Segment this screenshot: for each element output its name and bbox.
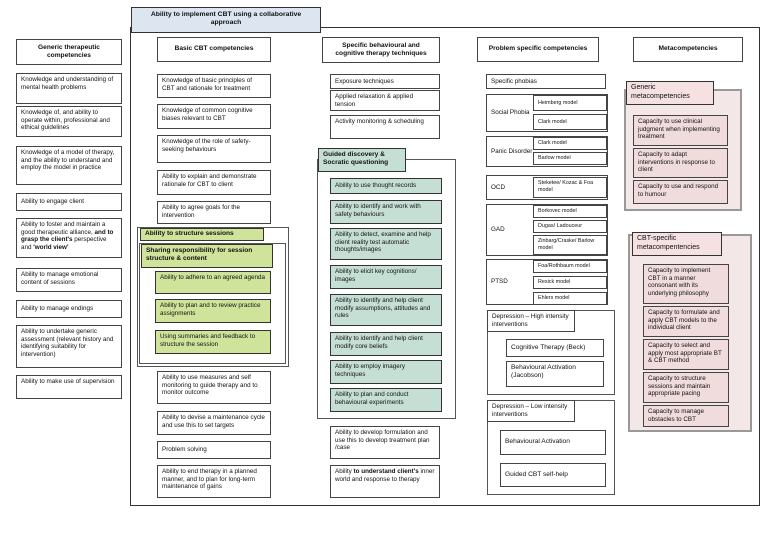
generic-item-emotional-content: Ability to manage emotional content of s… bbox=[16, 268, 122, 292]
basic-column-header: Basic CBT competencies bbox=[157, 37, 271, 62]
dep-low-guided-self-help: Guided CBT self-help bbox=[500, 463, 606, 487]
guided-item-automatic-thoughts: Ability to detect, examine and help clie… bbox=[330, 228, 442, 260]
cbt-meta-header: CBT-specific metacompentencies bbox=[632, 232, 722, 256]
generic-meta-humour: Capacity to use and respond to humour bbox=[633, 180, 728, 204]
ocd-model-steketee: Steketee/ Kozac & Foa model bbox=[533, 177, 607, 198]
structure-sessions-frame bbox=[137, 227, 289, 367]
structure-item-summaries: Using summaries and feedback to structur… bbox=[155, 330, 271, 354]
basic-item-maintenance-cycle: Ability to devise a maintenance cycle an… bbox=[157, 411, 271, 435]
basic-item-explain-rationale: Ability to explain and demonstrate ratio… bbox=[157, 170, 271, 195]
generic-item-professional-ethics: Knowledge of, and ability to operate wit… bbox=[16, 106, 122, 137]
guided-item-key-cognitions: Ability to elicit key cognitions/ images bbox=[330, 265, 442, 289]
structure-item-practice-assignments: Ability to plan and to review practice a… bbox=[155, 299, 271, 323]
dep-high-cognitive-therapy: Cognitive Therapy (Beck) bbox=[506, 339, 604, 357]
generic-item-assessment: Ability to undertake generic assessment … bbox=[16, 325, 122, 368]
generic-item-model-of-therapy: Knowledge of a model of therapy, and the… bbox=[16, 146, 122, 185]
basic-item-end-therapy: Ability to end therapy in a planned mann… bbox=[157, 465, 271, 498]
social-phobia-model-heimberg: Heimberg model bbox=[533, 95, 607, 111]
basic-item-agree-goals: Ability to agree goals for the intervent… bbox=[157, 201, 271, 224]
generic-column-header: Generic therapeutic competencies bbox=[16, 39, 122, 65]
alliance-text-2: and to grasp the client's bbox=[21, 228, 114, 244]
gad-model-borkovec: Borkovec model bbox=[533, 205, 607, 218]
problem-column-header: Problem specific competencies bbox=[477, 37, 599, 62]
page-title: Ability to implement CBT using a collabo… bbox=[131, 7, 321, 33]
generic-meta-adapt-interventions: Capacity to adapt interventions in respo… bbox=[633, 148, 728, 178]
generic-meta-header: Generic metacompetencies bbox=[626, 81, 714, 105]
problem-specific-phobias: Specific phobias bbox=[486, 74, 606, 89]
generic-item-mental-health: Knowledge and understanding of mental he… bbox=[16, 73, 122, 104]
cbt-meta-implement: Capacity to implement CBT in a manner co… bbox=[643, 264, 729, 304]
specific-item-inner-world: Ability to understand client's inner wor… bbox=[330, 465, 440, 498]
alliance-text-1: Ability to foster and maintain a good th… bbox=[21, 221, 106, 236]
guided-item-imagery: Ability to employ imagery techniques bbox=[330, 360, 442, 384]
guided-item-core-beliefs: Ability to identify and help client modi… bbox=[330, 332, 442, 356]
inner-world-text-3: inner world and response to therapy bbox=[335, 468, 435, 483]
specific-column-header: Specific behavioural and cognitive thera… bbox=[322, 37, 440, 63]
structure-item-agenda: Ability to adhere to an agreed agenda bbox=[155, 271, 271, 294]
panic-model-clark: Clark model bbox=[533, 137, 607, 150]
generic-meta-clinical-judgment: Capacity to use clinical judgment when i… bbox=[633, 115, 728, 146]
ptsd-model-foa: Foa/Rothbaum model bbox=[533, 260, 607, 273]
guided-discovery-header: Guided discovery & Socratic questioning bbox=[318, 148, 406, 172]
basic-item-cognitive-biases: Knowledge of common cognitive biases rel… bbox=[157, 104, 271, 129]
generic-item-endings: Ability to manage endings bbox=[16, 300, 122, 318]
alliance-text-4: 'world view' bbox=[33, 244, 69, 252]
ptsd-model-ehlers: Ehlers model bbox=[533, 292, 607, 305]
depression-high-label: Depression – High intensity intervention… bbox=[487, 310, 575, 332]
cbt-meta-structure-sessions: Capacity to structure sessions and maint… bbox=[643, 372, 729, 403]
guided-item-thought-records: Ability to use thought records bbox=[330, 178, 442, 194]
basic-item-measures: Ability to use measures and self monitor… bbox=[157, 371, 271, 404]
basic-item-safety-seeking: Knowledge of the role of safety-seeking … bbox=[157, 135, 271, 163]
inner-world-text-1: Ability bbox=[335, 468, 352, 475]
cbt-meta-manage-obstacles: Capacity to manage obstacles to CBT bbox=[643, 405, 729, 427]
panic-model-barlow: Barlow model bbox=[533, 152, 607, 165]
cbt-meta-select-method: Capacity to select and apply most approp… bbox=[643, 339, 729, 370]
guided-item-safety-behaviours: Ability to identify and work with safety… bbox=[330, 200, 442, 224]
structure-sessions-header: Ability to structure sessions bbox=[140, 228, 264, 241]
alliance-text-3: perspective and bbox=[21, 236, 107, 252]
sharing-responsibility-frame bbox=[139, 243, 286, 364]
gad-model-zinbarg: Zinbarg/Craske/ Barlow model bbox=[533, 235, 607, 255]
dep-low-behavioural-activation: Behavioural Activation bbox=[500, 430, 606, 455]
generic-item-engage-client: Ability to engage client bbox=[16, 193, 122, 211]
specific-item-activity-monitoring: Activity monitoring & scheduling bbox=[330, 115, 440, 139]
sharing-responsibility-header: Sharing responsibility for session struc… bbox=[141, 244, 273, 268]
guided-item-assumptions: Ability to identify and help client modi… bbox=[330, 294, 442, 326]
meta-column-header: Metacompetencies bbox=[633, 37, 743, 62]
dep-high-behavioural-activation: Behavioural Activation (Jacobson) bbox=[506, 361, 604, 387]
depression-low-label: Depression – Low intensity interventions bbox=[487, 400, 575, 422]
cbt-meta-formulate: Capacity to formulate and apply CBT mode… bbox=[643, 306, 729, 337]
ptsd-model-resick: Resick model bbox=[533, 276, 607, 289]
guided-item-behavioural-experiments: Ability to plan and conduct behavioural … bbox=[330, 388, 442, 412]
social-phobia-model-clark: Clark model bbox=[533, 114, 607, 130]
specific-item-exposure: Exposure techniques bbox=[330, 74, 440, 89]
basic-item-problem-solving: Problem solving bbox=[157, 441, 271, 459]
specific-item-formulation: Ability to develop formulation and use t… bbox=[330, 426, 440, 459]
cbt-framework-frame bbox=[130, 27, 760, 506]
inner-world-text-2: to understand client's bbox=[353, 468, 419, 475]
gad-model-dugas: Dugas/ Ladouceur bbox=[533, 220, 607, 233]
generic-item-supervision: Ability to make use of supervision bbox=[16, 375, 122, 399]
basic-item-principles: Knowledge of basic principles of CBT and… bbox=[157, 74, 271, 98]
specific-item-relaxation: Applied relaxation & applied tension bbox=[330, 90, 440, 111]
generic-item-therapeutic-alliance: Ability to foster and maintain a good th… bbox=[16, 218, 122, 258]
